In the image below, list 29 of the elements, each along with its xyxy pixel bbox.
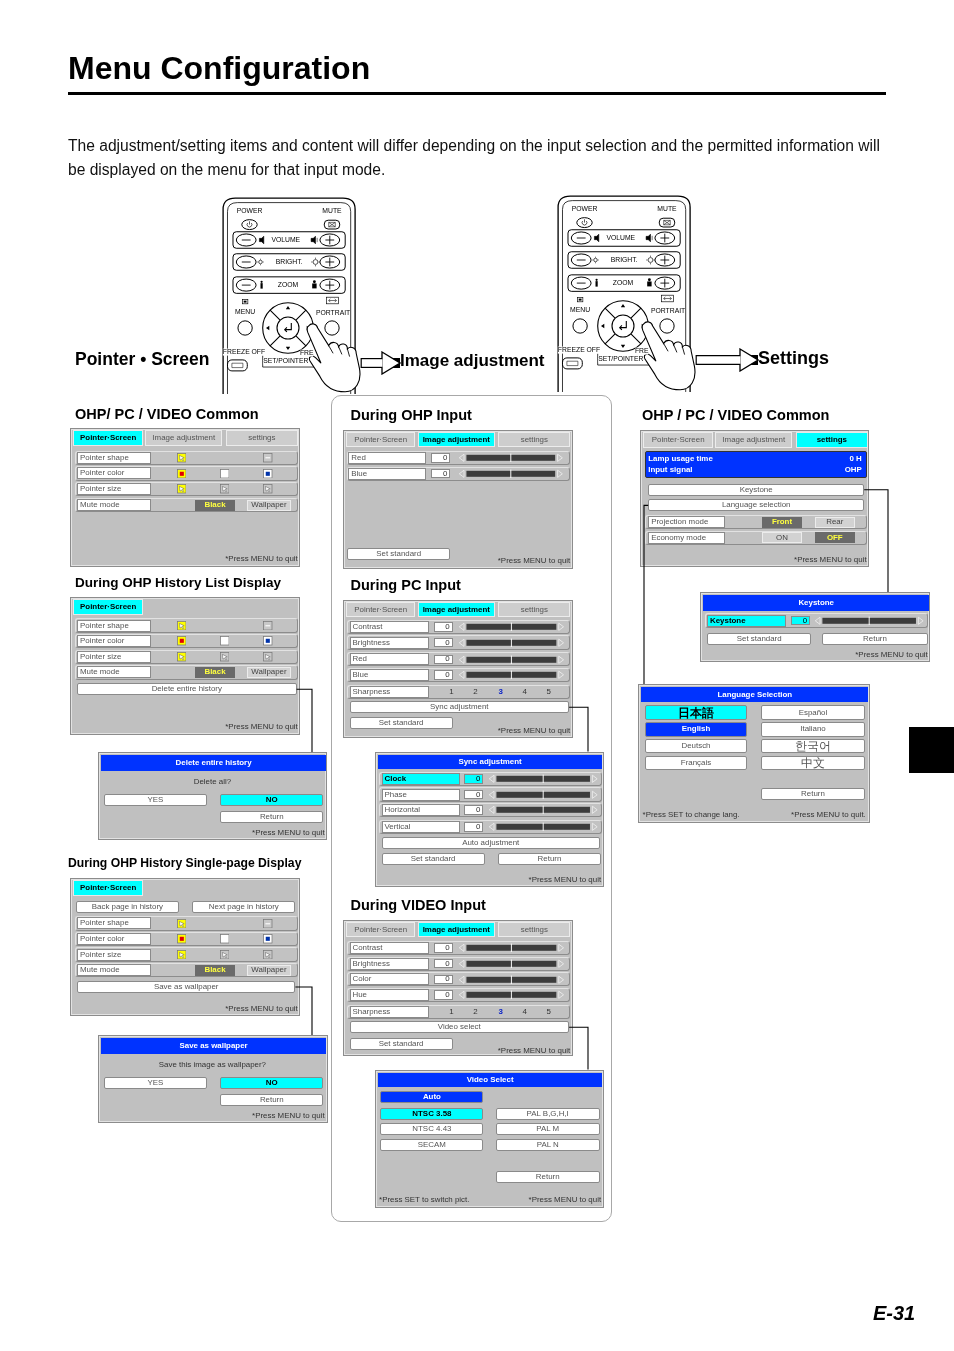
page-number: E-31 xyxy=(873,1302,916,1325)
menu-heading: During OHP History List Display xyxy=(75,576,282,591)
menu-heading: During OHP History Single-page Display xyxy=(68,857,302,871)
menu-heading: During OHP Input xyxy=(350,407,472,424)
dialog-window xyxy=(374,1069,604,1208)
connector-line xyxy=(643,504,649,685)
group-panel xyxy=(331,395,612,1222)
intro-paragraph: The adjustment/setting items and content will differ depending on the input selection and the permitted information will be displayed on the menu for that input mode. xyxy=(68,136,881,180)
section-heading: Pointer • Screen xyxy=(75,350,210,370)
dialog-window xyxy=(638,684,870,824)
dialog-window xyxy=(374,751,604,888)
dialog-window xyxy=(98,1035,329,1123)
menu-heading: During VIDEO Input xyxy=(350,897,486,914)
dialog-window xyxy=(98,752,328,840)
connector-line xyxy=(568,706,589,753)
dialog-window xyxy=(700,592,931,662)
connector-line xyxy=(568,1026,589,1071)
menu-heading: During PC Input xyxy=(350,577,461,594)
connector-line xyxy=(863,489,889,593)
menu-heading: OHP / PC / VIDEO Common xyxy=(642,408,830,424)
connector-line xyxy=(294,986,313,1036)
connector-line xyxy=(296,688,313,753)
section-heading: Settings xyxy=(758,349,829,369)
menu-button: 中文 xyxy=(761,755,865,771)
menu-button: 日本語 xyxy=(645,705,747,720)
menu-button: 한국어 xyxy=(761,739,865,754)
page-title: Menu Configuration xyxy=(68,49,371,88)
section-heading: Image adjustment xyxy=(400,352,545,371)
menu-heading: OHP/ PC / VIDEO Common xyxy=(75,407,259,423)
